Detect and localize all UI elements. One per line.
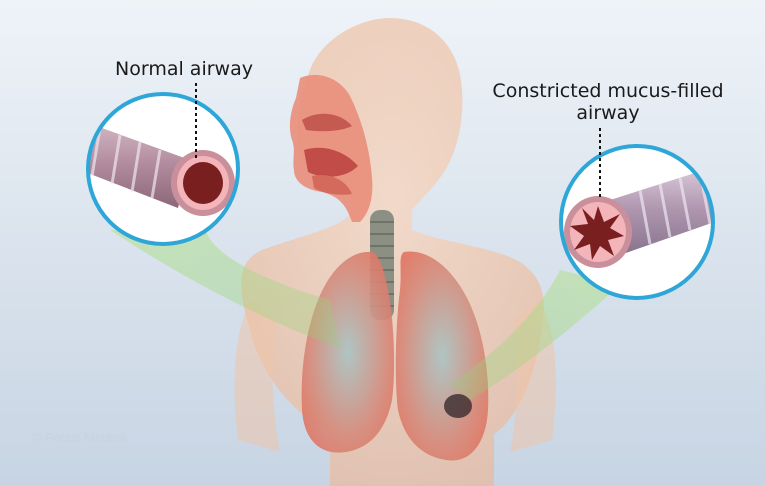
normal-airway-label: Normal airway: [115, 58, 253, 80]
constricted-airway-callout: [559, 128, 715, 300]
normal-airway-callout: [86, 83, 240, 246]
mucus-spot: [444, 394, 472, 418]
callout-ring-left: [86, 92, 240, 246]
watermark: © Focus Medica: [32, 430, 127, 445]
callout-beam-right: [450, 270, 620, 400]
constricted-airway-label: Constricted mucus-filled airway: [478, 80, 738, 124]
callout-ring-right: [559, 144, 715, 300]
left-lung: [395, 251, 489, 461]
airway-lumen-open: [183, 162, 223, 204]
constricted-airway-label-line2: airway: [576, 102, 640, 124]
constricted-airway-label-line1: Constricted mucus-filled: [492, 80, 724, 102]
callout-beam-left: [110, 220, 340, 348]
airway-lumen-constricted: [570, 206, 624, 260]
nasal-oral-cavity: [289, 74, 373, 223]
